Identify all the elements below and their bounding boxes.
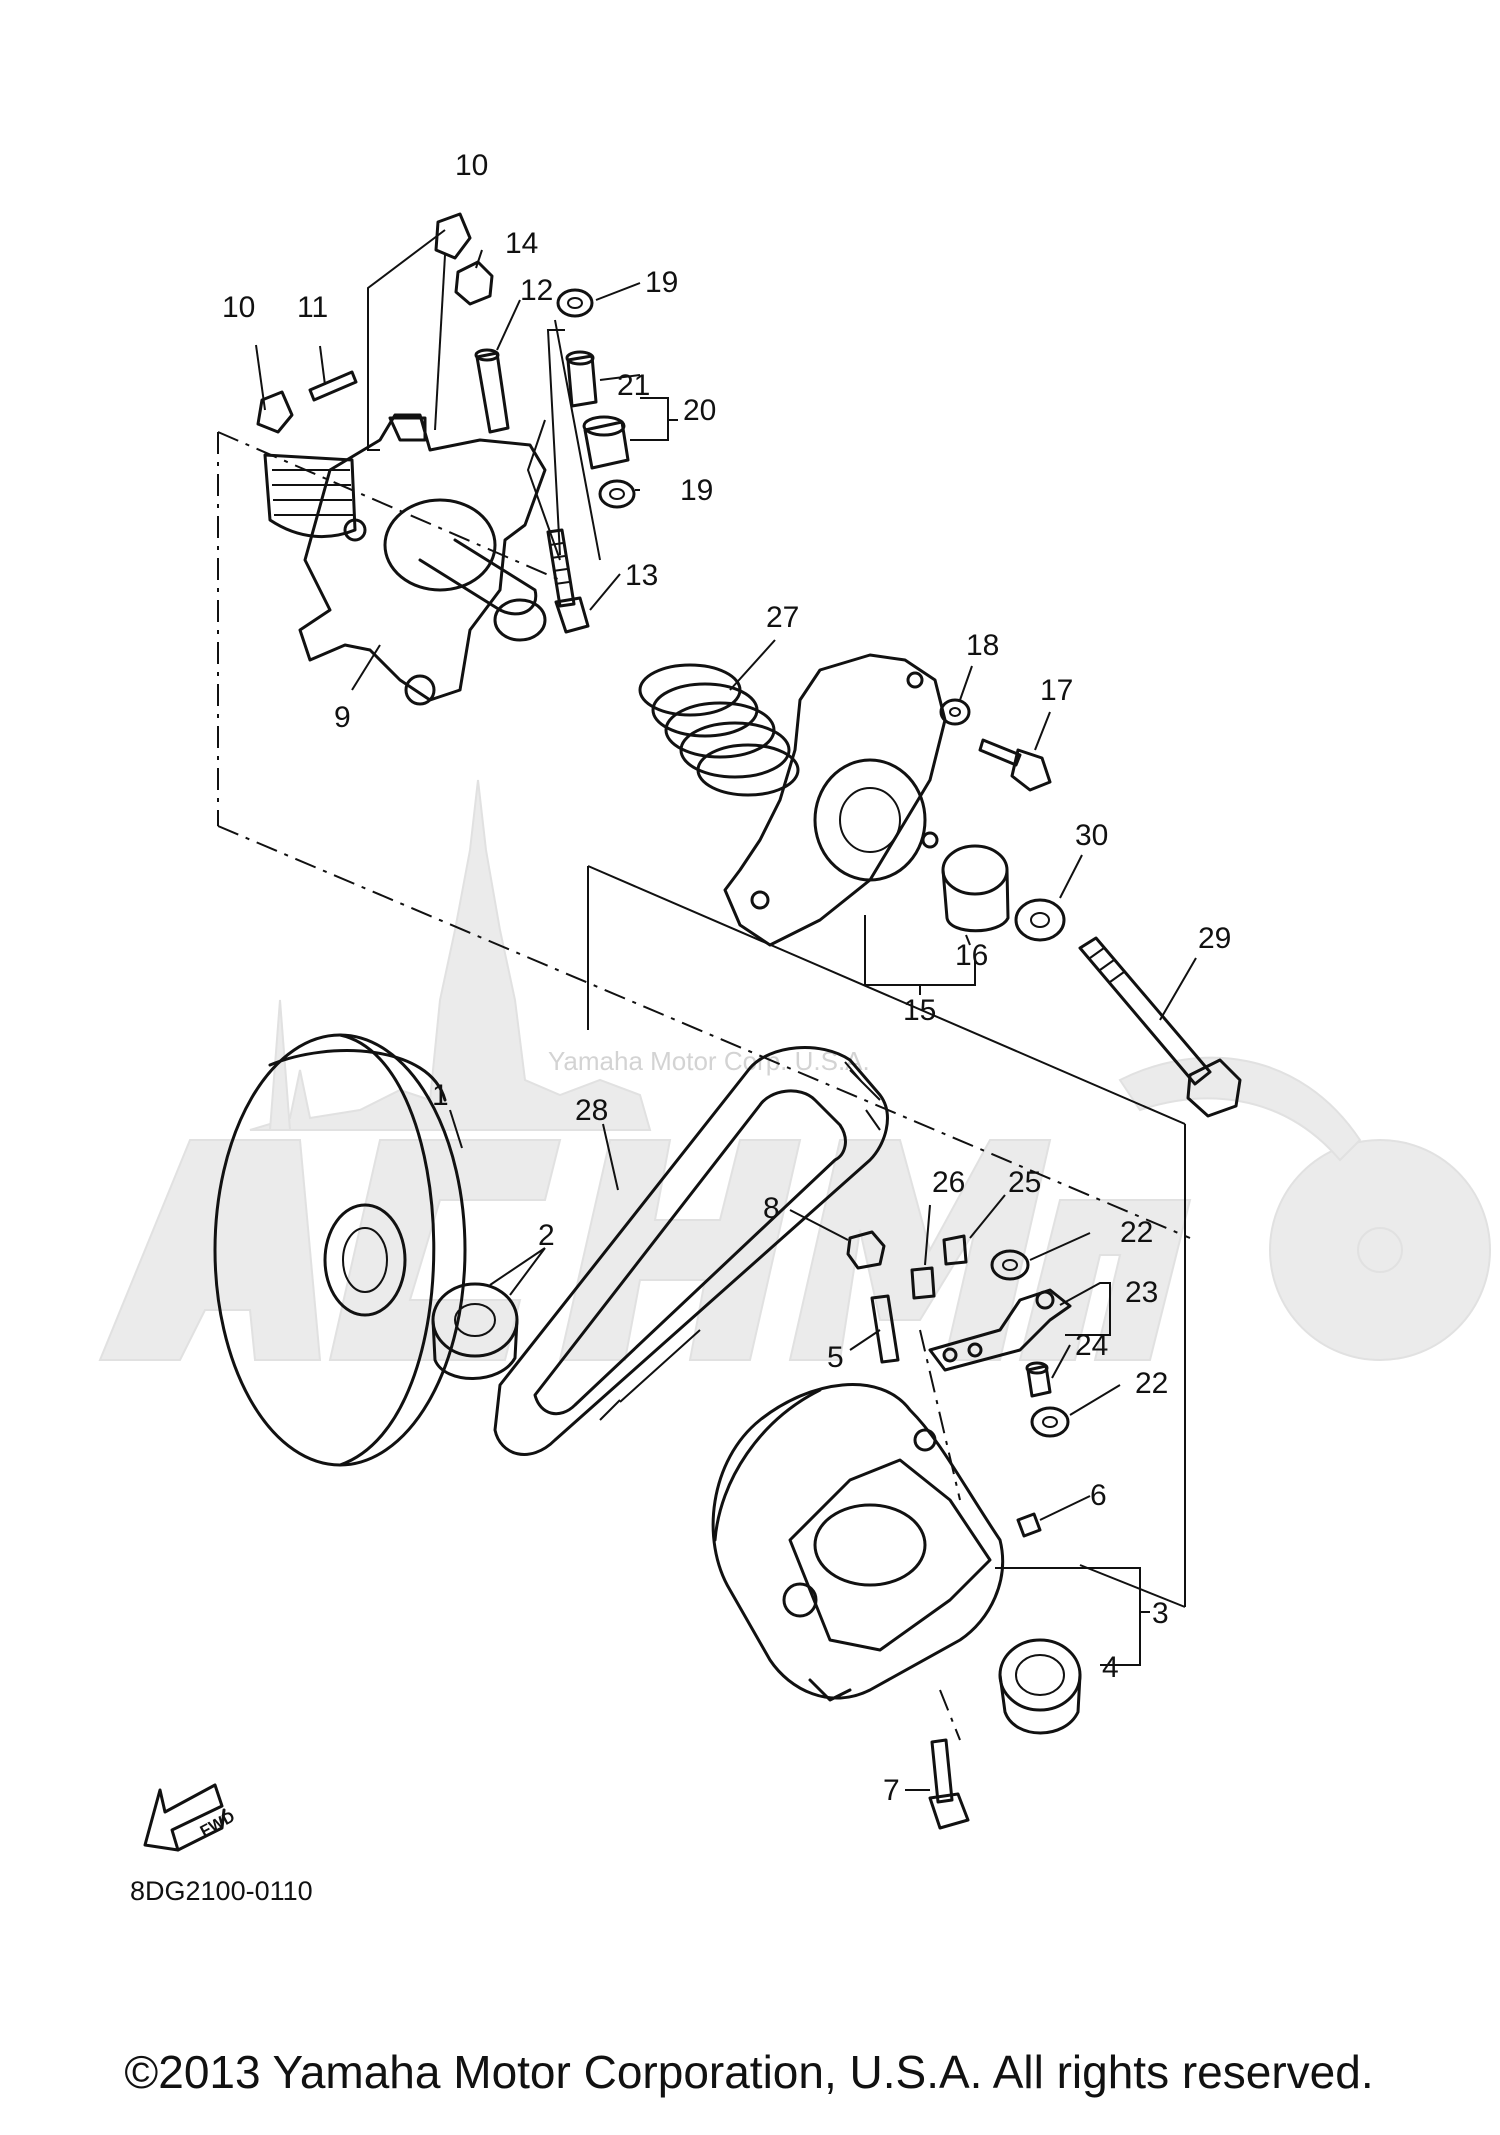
copyright-text: ©2013 Yamaha Motor Corporation, U.S.A. A… xyxy=(124,2046,1373,2098)
callout-13: 13 xyxy=(625,559,658,592)
callout-10-a: 10 xyxy=(455,149,488,182)
callout-9: 9 xyxy=(334,701,351,734)
callout-22-b: 22 xyxy=(1135,1367,1168,1400)
callout-22-a: 22 xyxy=(1120,1216,1153,1249)
callout-27: 27 xyxy=(766,601,799,634)
part-29-long-bolt xyxy=(1078,936,1242,1118)
callout-10-b: 10 xyxy=(222,291,255,324)
callout-23: 23 xyxy=(1125,1276,1158,1309)
callout-25: 25 xyxy=(1008,1166,1041,1199)
callout-20: 20 xyxy=(683,394,716,427)
callout-8: 8 xyxy=(763,1192,780,1225)
callout-12: 12 xyxy=(520,274,553,307)
callout-21: 21 xyxy=(617,369,650,402)
callout-11: 11 xyxy=(297,291,328,324)
part-8-nut xyxy=(789,1209,886,1270)
part-22-washer-a xyxy=(990,1232,1091,1281)
callout-29: 29 xyxy=(1198,922,1231,955)
callout-24: 24 xyxy=(1075,1329,1108,1362)
part-18-washer xyxy=(939,665,973,726)
part-12-pin xyxy=(474,348,510,434)
part-15-cover xyxy=(723,653,976,995)
callout-2: 2 xyxy=(538,1219,555,1252)
assembly-lines xyxy=(217,431,1191,1741)
callout-16: 16 xyxy=(955,939,988,972)
callout-28: 28 xyxy=(575,1094,608,1127)
part-19-washer-a xyxy=(556,288,594,318)
part-10-weight-b xyxy=(256,390,294,434)
part-19-washer-b xyxy=(598,479,636,509)
part-6-pin xyxy=(1016,1495,1091,1538)
callout-3: 3 xyxy=(1152,1597,1169,1630)
part-28-drive-belt xyxy=(493,1046,889,1456)
diagram-code: 8DG2100-0110 xyxy=(130,1876,313,1906)
part-9-spider-sheave xyxy=(263,413,547,706)
callout-30: 30 xyxy=(1075,819,1108,852)
part-27-spring xyxy=(638,639,800,797)
callout-7: 7 xyxy=(883,1774,900,1807)
part-16-bushing xyxy=(941,844,1010,946)
part-2-collar xyxy=(431,1247,546,1380)
part-20-roller xyxy=(582,415,630,470)
watermark-brand: Yamaha Motor Corp. U.S.A. xyxy=(548,1046,870,1076)
watermark-logo: Yamaha Motor Corp. U.S.A. xyxy=(98,779,1491,1361)
callout-4: 4 xyxy=(1102,1651,1119,1684)
part-3-secondary-assembly xyxy=(711,1383,1150,1702)
callout-15: 15 xyxy=(903,994,936,1027)
part-5-pin xyxy=(849,1294,900,1364)
part-30-washer xyxy=(1014,854,1083,942)
callout-18: 18 xyxy=(966,629,999,662)
part-26-bolt xyxy=(910,1204,936,1300)
callout-26: 26 xyxy=(932,1166,965,1199)
callout-5: 5 xyxy=(827,1341,844,1374)
part-14-nut xyxy=(454,260,494,306)
callout-14: 14 xyxy=(505,227,538,260)
part-22-washer-b xyxy=(1030,1384,1121,1438)
part-10-weight-a xyxy=(434,212,472,260)
part-25-bolt xyxy=(942,1194,1006,1266)
part-23-arm xyxy=(928,1282,1111,1372)
callout-19-a: 19 xyxy=(645,266,678,299)
callout-1: 1 xyxy=(432,1079,449,1112)
fwd-arrow: FWD xyxy=(143,1783,238,1852)
part-1-sliding-sheave xyxy=(213,1033,467,1467)
part-4-bearing xyxy=(998,1638,1082,1735)
callout-19-b: 19 xyxy=(680,474,713,507)
part-21-bushing xyxy=(565,350,598,408)
part-24-collar xyxy=(1025,1344,1071,1398)
part-7-bolt xyxy=(905,1738,970,1830)
leaders-top xyxy=(255,229,678,691)
part-17-bolt xyxy=(978,711,1052,792)
part-11-pin xyxy=(308,370,358,402)
callout-17: 17 xyxy=(1040,674,1073,707)
callout-6: 6 xyxy=(1090,1479,1107,1512)
callout-labels: 10 14 12 19 10 11 21 20 19 13 9 27 18 17… xyxy=(222,149,1231,1807)
